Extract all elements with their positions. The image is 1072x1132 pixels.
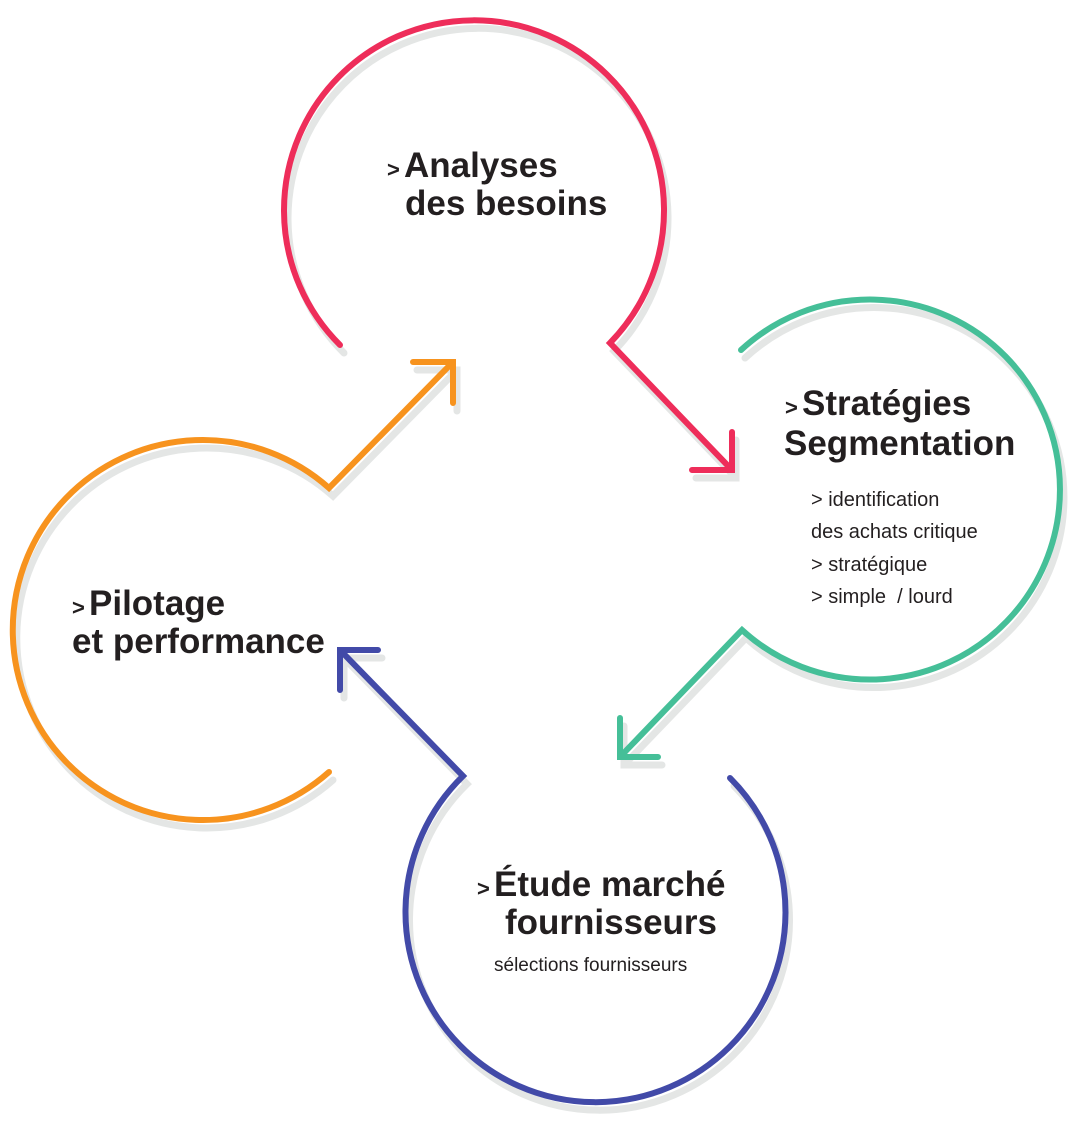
step-prefix: > xyxy=(387,157,400,182)
step-title: Pilotage xyxy=(89,584,225,623)
step-detail: des achats critique xyxy=(811,521,978,543)
step-detail: > identification xyxy=(811,489,939,511)
step-title: des besoins xyxy=(405,184,607,223)
step-etude-marche: > Étude marché fournisseurs sélections f… xyxy=(477,864,725,976)
cycle-arc-arrow-analyses xyxy=(281,17,735,473)
step-detail: > simple / lourd xyxy=(811,586,953,608)
step-prefix: > xyxy=(477,876,490,901)
cycle-arc-arrow-etude xyxy=(337,647,789,1106)
cycle-arc-arrow-strategies xyxy=(617,296,1063,760)
step-title: Stratégies xyxy=(802,384,971,423)
cycle-arc-arrow-pilotage xyxy=(9,359,456,823)
step-title: et performance xyxy=(72,622,325,661)
step-title: Segmentation xyxy=(784,424,1015,463)
step-prefix: > xyxy=(72,595,85,620)
step-analyses: > Analyses des besoins xyxy=(387,146,607,223)
step-detail: sélections fournisseurs xyxy=(494,955,687,976)
step-title: Étude marché xyxy=(494,864,725,904)
step-pilotage: > Pilotage et performance xyxy=(72,584,325,661)
step-title: fournisseurs xyxy=(505,903,717,942)
step-detail: > stratégique xyxy=(811,554,927,576)
step-title: Analyses xyxy=(404,146,558,185)
step-prefix: > xyxy=(785,395,798,420)
step-strategies: > Stratégies Segmentation > identificati… xyxy=(784,384,1015,608)
